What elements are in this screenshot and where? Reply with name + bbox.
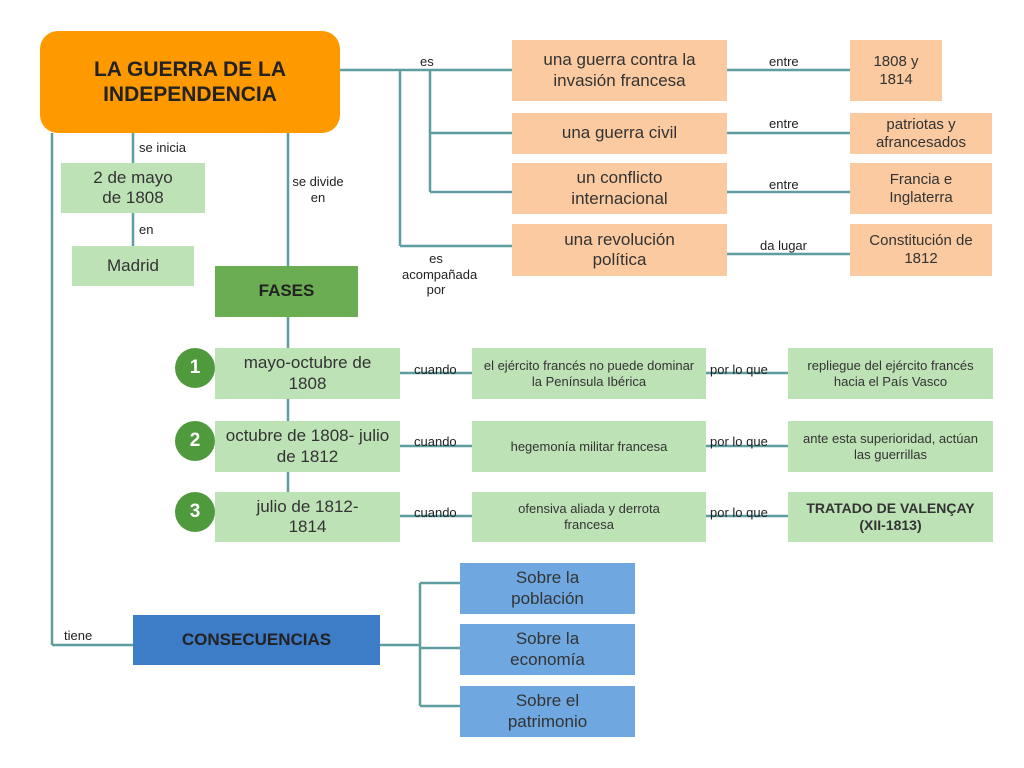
se-inicia-label: se inicia — [139, 140, 186, 155]
start-date-node: 2 de mayo de 1808 — [61, 163, 205, 213]
consecuencia-item: Sobre el patrimonio — [460, 686, 635, 737]
phase-when-label: cuando — [414, 434, 457, 449]
definition-detail-node: 1808 y 1814 — [850, 40, 942, 101]
phase-result-node: TRATADO DE VALENÇAY (XII-1813) — [788, 492, 993, 542]
acompanada-label: es acompañada por — [402, 251, 478, 298]
phase-when-node: el ejército francés no puede dominar la … — [472, 348, 706, 399]
phase-number-badge: 3 — [175, 492, 215, 532]
phase-result-node: ante esta superioridad, actúan las guerr… — [788, 421, 993, 472]
start-place-node: Madrid — [72, 246, 194, 286]
phase-when-label: cuando — [414, 362, 457, 377]
fases-node: FASES — [215, 266, 358, 317]
main-title-node: LA GUERRA DE LA INDEPENDENCIA — [40, 31, 340, 133]
phase-number-badge: 2 — [175, 421, 215, 461]
phase-period-node: mayo-octubre de 1808 — [215, 348, 400, 399]
definition-detail-node: Francia e Inglaterra — [850, 163, 992, 214]
phase-when-node: ofensiva aliada y derrota francesa — [472, 492, 706, 542]
definition-link-label: da lugar — [760, 238, 807, 253]
en-label: en — [139, 222, 154, 237]
se-divide-label: se divide en — [292, 174, 344, 205]
definition-node: una guerra civil — [512, 113, 727, 154]
phase-result-label: por lo que — [710, 434, 768, 449]
definition-link-label: entre — [769, 177, 799, 192]
phase-number-badge: 1 — [175, 348, 215, 388]
phase-result-label: por lo que — [710, 362, 768, 377]
definition-link-label: entre — [769, 54, 799, 69]
definition-detail-node: patriotas y afrancesados — [850, 113, 992, 154]
definition-link-label: entre — [769, 116, 799, 131]
definition-detail-node: Constitución de 1812 — [850, 224, 992, 276]
phase-when-label: cuando — [414, 505, 457, 520]
phase-when-node: hegemonía militar francesa — [472, 421, 706, 472]
definition-node: una revolución política — [512, 224, 727, 276]
consecuencia-item: Sobre la economía — [460, 624, 635, 675]
phase-result-node: repliegue del ejército francés hacia el … — [788, 348, 993, 399]
definition-node: un conflicto internacional — [512, 163, 727, 214]
phase-result-label: por lo que — [710, 505, 768, 520]
definition-node: una guerra contra la invasión francesa — [512, 40, 727, 101]
consecuencias-node: CONSECUENCIAS — [133, 615, 380, 665]
phase-period-node: julio de 1812- 1814 — [215, 492, 400, 542]
tiene-label: tiene — [64, 628, 93, 643]
main-title: LA GUERRA DE LA INDEPENDENCIA — [93, 57, 287, 106]
consecuencia-item: Sobre la población — [460, 563, 635, 614]
es-label: es — [420, 54, 434, 69]
phase-period-node: octubre de 1808- julio de 1812 — [215, 421, 400, 472]
